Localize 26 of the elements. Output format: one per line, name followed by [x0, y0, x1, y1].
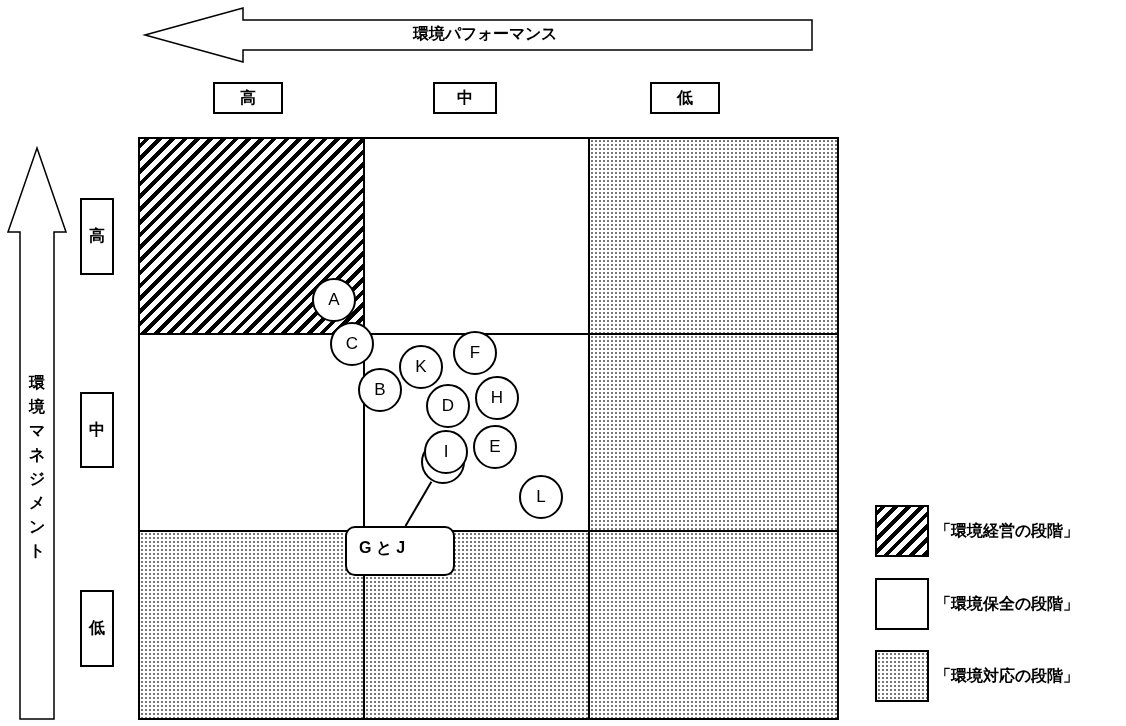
- company-circle: F: [453, 331, 497, 375]
- legend-label: 「環境対応の段階」: [935, 666, 1079, 687]
- level-label: 低: [650, 82, 720, 114]
- axis-label: 環境マネジメント: [28, 372, 46, 562]
- company-circle: D: [426, 384, 470, 428]
- company-circle: C: [330, 322, 374, 366]
- level-label: 中: [433, 82, 497, 114]
- level-label: 高: [80, 198, 114, 275]
- company-circle: B: [358, 368, 402, 412]
- company-circle: A: [312, 278, 356, 322]
- grid-cell: [588, 137, 839, 335]
- company-circle: L: [519, 475, 563, 519]
- company-circle: E: [473, 425, 517, 469]
- legend-label: 「環境保全の段階」: [935, 594, 1079, 615]
- grid-cell: [588, 530, 839, 720]
- company-circle: H: [475, 376, 519, 420]
- company-circle: I: [424, 430, 468, 474]
- legend-label: 「環境経営の段階」: [935, 521, 1079, 542]
- level-label: 中: [80, 392, 114, 468]
- company-circle: K: [399, 345, 443, 389]
- grid-cell: [588, 333, 839, 532]
- callout-box: G と J: [345, 526, 455, 576]
- axis-label: 環境パフォーマンス: [413, 24, 557, 45]
- level-label: 低: [80, 590, 114, 667]
- level-label: 高: [213, 82, 283, 114]
- grid-cell: [138, 137, 365, 335]
